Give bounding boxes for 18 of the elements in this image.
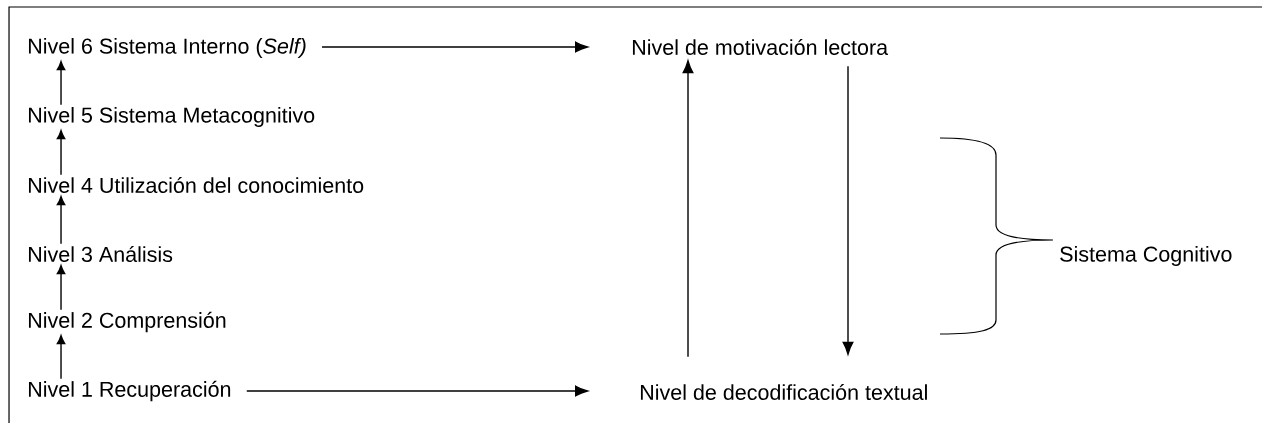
arrow: [246, 385, 588, 397]
level-text: Nivel de motivación lectora: [632, 38, 889, 55]
arrow: [56, 264, 66, 311]
arrow: [56, 335, 66, 380]
arrow: [56, 60, 66, 106]
level-text: Nivel 1 Recuperación: [29, 380, 231, 402]
level-text: Nivel 6 Sistema Interno (Self): [29, 38, 306, 58]
level-text: Nivel 5 Sistema Metacognitivo: [29, 107, 315, 127]
arrow: [682, 60, 694, 358]
level-text: Nivel de decodificación textual: [640, 383, 927, 400]
arrow: [56, 129, 66, 176]
level-text: Nivel 2 Comprensión: [29, 311, 226, 333]
level-text: Nivel 3 Análisis: [29, 245, 173, 262]
level-text: Nivel 4 Utilización del conocimiento: [29, 176, 364, 193]
arrow: [842, 65, 854, 355]
group-label: Sistema Cognitivo: [1060, 246, 1232, 266]
arrow: [56, 195, 66, 245]
arrow: [321, 41, 588, 53]
